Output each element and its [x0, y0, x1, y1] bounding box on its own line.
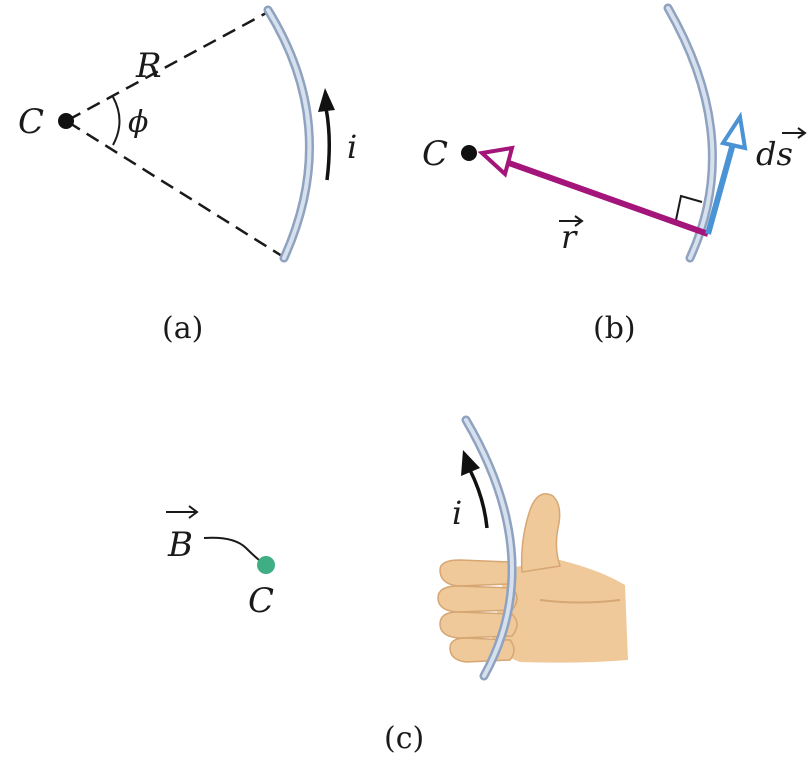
panel-c: B C i (c): [166, 415, 628, 756]
r-vector-label-arrow: [559, 215, 584, 227]
wire-arc-c-inner: [464, 418, 514, 678]
wire-arc-b-inner: [666, 6, 715, 260]
center-label-c: C: [248, 581, 274, 621]
center-label-a: C: [18, 102, 44, 142]
wire-arc-a-inner: [266, 8, 312, 260]
ds-vector: [705, 139, 737, 235]
hand-finger-2: [437, 585, 518, 613]
hand-finger-1: [439, 559, 516, 587]
b-leader-line: [203, 536, 265, 565]
r-vector-head: [477, 145, 515, 178]
panel-a: C R ϕ i (a): [18, 5, 357, 346]
ds-vector-head: [719, 111, 748, 151]
current-arrowhead-a: [318, 88, 335, 112]
right-hand-icon: [437, 493, 628, 663]
caption-a: (a): [162, 311, 203, 346]
panel-b: C r ds (b): [422, 3, 807, 346]
hand-thumb: [520, 493, 561, 573]
current-arrowhead-c: [461, 450, 480, 476]
r-vector: [504, 159, 710, 237]
caption-c: (c): [384, 721, 424, 756]
hand-palm: [492, 560, 628, 663]
current-arrow-c: [468, 469, 489, 529]
hand-shadow: [539, 599, 621, 604]
current-label-c: i: [452, 494, 462, 532]
center-label-b: C: [422, 134, 448, 174]
radius-label: R: [135, 46, 162, 86]
b-field-label-arrow: [166, 505, 199, 519]
right-angle-marker: [675, 194, 703, 221]
radius-line-upper: [67, 10, 269, 122]
current-arrow-a: [324, 107, 332, 181]
angle-arc: [112, 96, 121, 146]
hand-finger-3: [439, 611, 518, 639]
current-label-a: i: [347, 128, 357, 166]
ds-vector-label-arrow: [782, 127, 807, 139]
hand-finger-4: [449, 637, 515, 663]
center-dot-c: [257, 556, 275, 574]
ds-vector-label: ds: [756, 135, 793, 173]
b-field-label: B: [167, 525, 193, 565]
center-dot-b: [461, 145, 477, 161]
r-vector-label: r: [561, 218, 578, 256]
caption-b: (b): [593, 311, 636, 346]
center-dot-a: [58, 113, 74, 129]
radius-line-lower: [67, 120, 283, 258]
angle-label: ϕ: [128, 105, 148, 140]
